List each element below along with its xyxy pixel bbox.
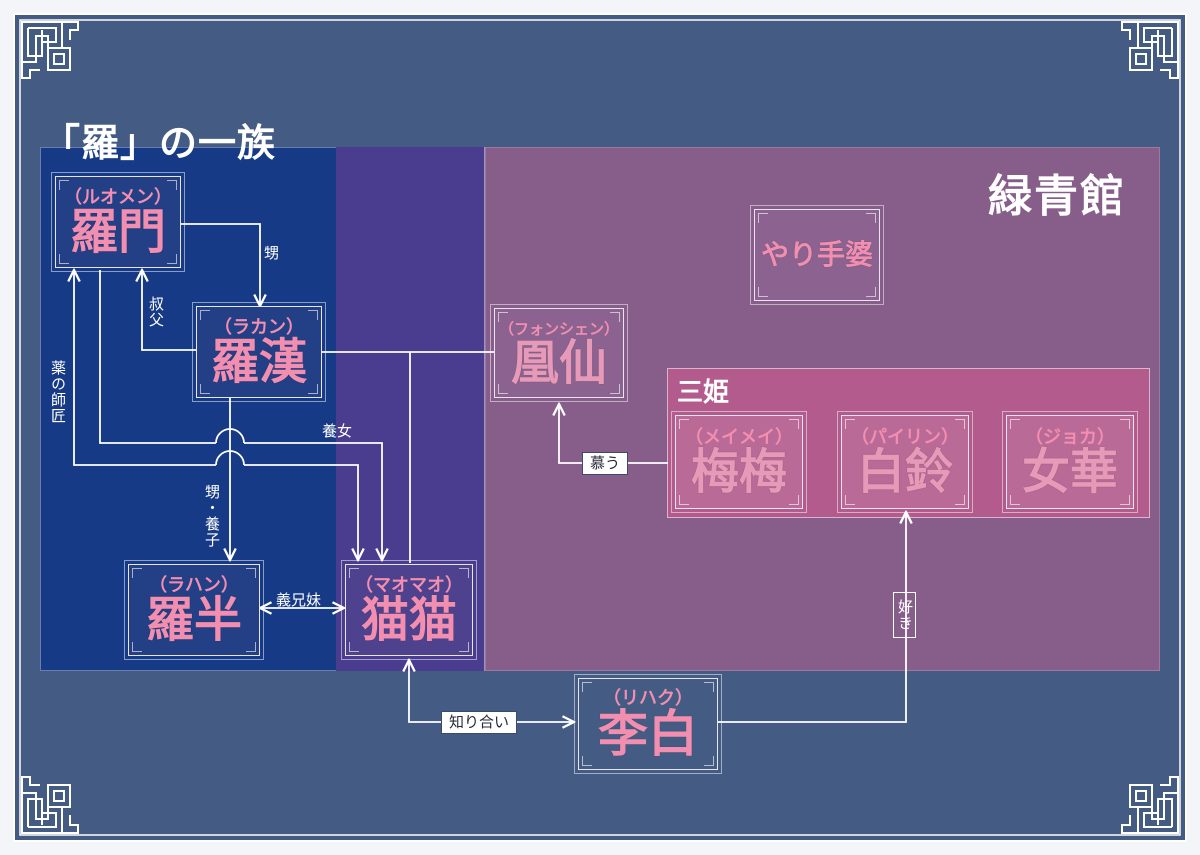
character-reading: （ジョカ）	[1025, 427, 1115, 448]
character-card-maomao[interactable]: （マオマオ） 猫猫	[341, 560, 477, 660]
character-card-lihaku[interactable]: （リハク） 李白	[574, 674, 722, 774]
character-card-lahan[interactable]: （ラハン） 羅半	[124, 560, 264, 660]
character-card-lakan[interactable]: （ラカン） 羅漢	[192, 302, 326, 402]
character-name: やり手婆	[760, 238, 873, 271]
character-reading: （マオマオ）	[355, 575, 463, 596]
character-card-fengxian[interactable]: （フォンシェン） 凰仙	[490, 304, 628, 402]
character-reading: （フォンシェン）	[498, 320, 619, 338]
family-title: 「羅」の一族	[42, 120, 277, 165]
relation-label-shiriai: 知り合い	[441, 711, 518, 734]
relation-label-oi: 甥	[264, 244, 280, 262]
character-name: 白鈴	[856, 444, 953, 500]
character-reading: （ルオメン）	[64, 187, 172, 208]
character-name: 羅半	[145, 592, 242, 648]
relation-label-gikyoumai: 義兄妹	[276, 591, 322, 609]
character-reading: （ラカン）	[214, 317, 304, 338]
sanki-title: 三姫	[677, 378, 730, 408]
character-reading: （ラハン）	[149, 575, 239, 596]
character-reading: （メイメイ）	[685, 427, 793, 448]
character-card-yaritebaba[interactable]: やり手婆	[750, 205, 884, 305]
character-card-pairin[interactable]: （パイリン） 白鈴	[837, 411, 973, 513]
relation-label-kusushi-shisho: 薬の師匠	[49, 360, 67, 424]
character-reading: （リハク）	[603, 688, 693, 709]
relation-label-youjo: 養女	[322, 422, 353, 440]
character-name: 羅漢	[210, 334, 307, 390]
character-name: 李白	[598, 704, 698, 763]
character-name: 羅門	[69, 204, 166, 260]
relation-label-shitau: 慕う	[582, 452, 629, 475]
character-card-meimei[interactable]: （メイメイ） 梅梅	[671, 411, 807, 513]
fret-corner-ornament	[1121, 21, 1179, 79]
character-name: 梅梅	[690, 444, 787, 500]
fret-corner-ornament	[1121, 776, 1179, 834]
character-card-joka[interactable]: （ジョカ） 女華	[1002, 411, 1138, 513]
character-name: 女華	[1021, 444, 1118, 500]
relation-label-suki: 好き	[893, 592, 916, 638]
relation-label-oi-youshi: 甥・養子	[203, 484, 221, 548]
fret-corner-ornament	[21, 776, 79, 834]
fret-corner-ornament	[21, 21, 79, 79]
character-card-luomen[interactable]: （ルオメン） 羅門	[51, 172, 185, 272]
character-name: 猫猫	[360, 592, 457, 648]
ryokusei-title: 緑青館	[988, 171, 1126, 222]
character-name: 凰仙	[510, 335, 607, 391]
relation-label-oji: 叔父	[147, 296, 165, 328]
character-reading: （パイリン）	[851, 427, 959, 448]
